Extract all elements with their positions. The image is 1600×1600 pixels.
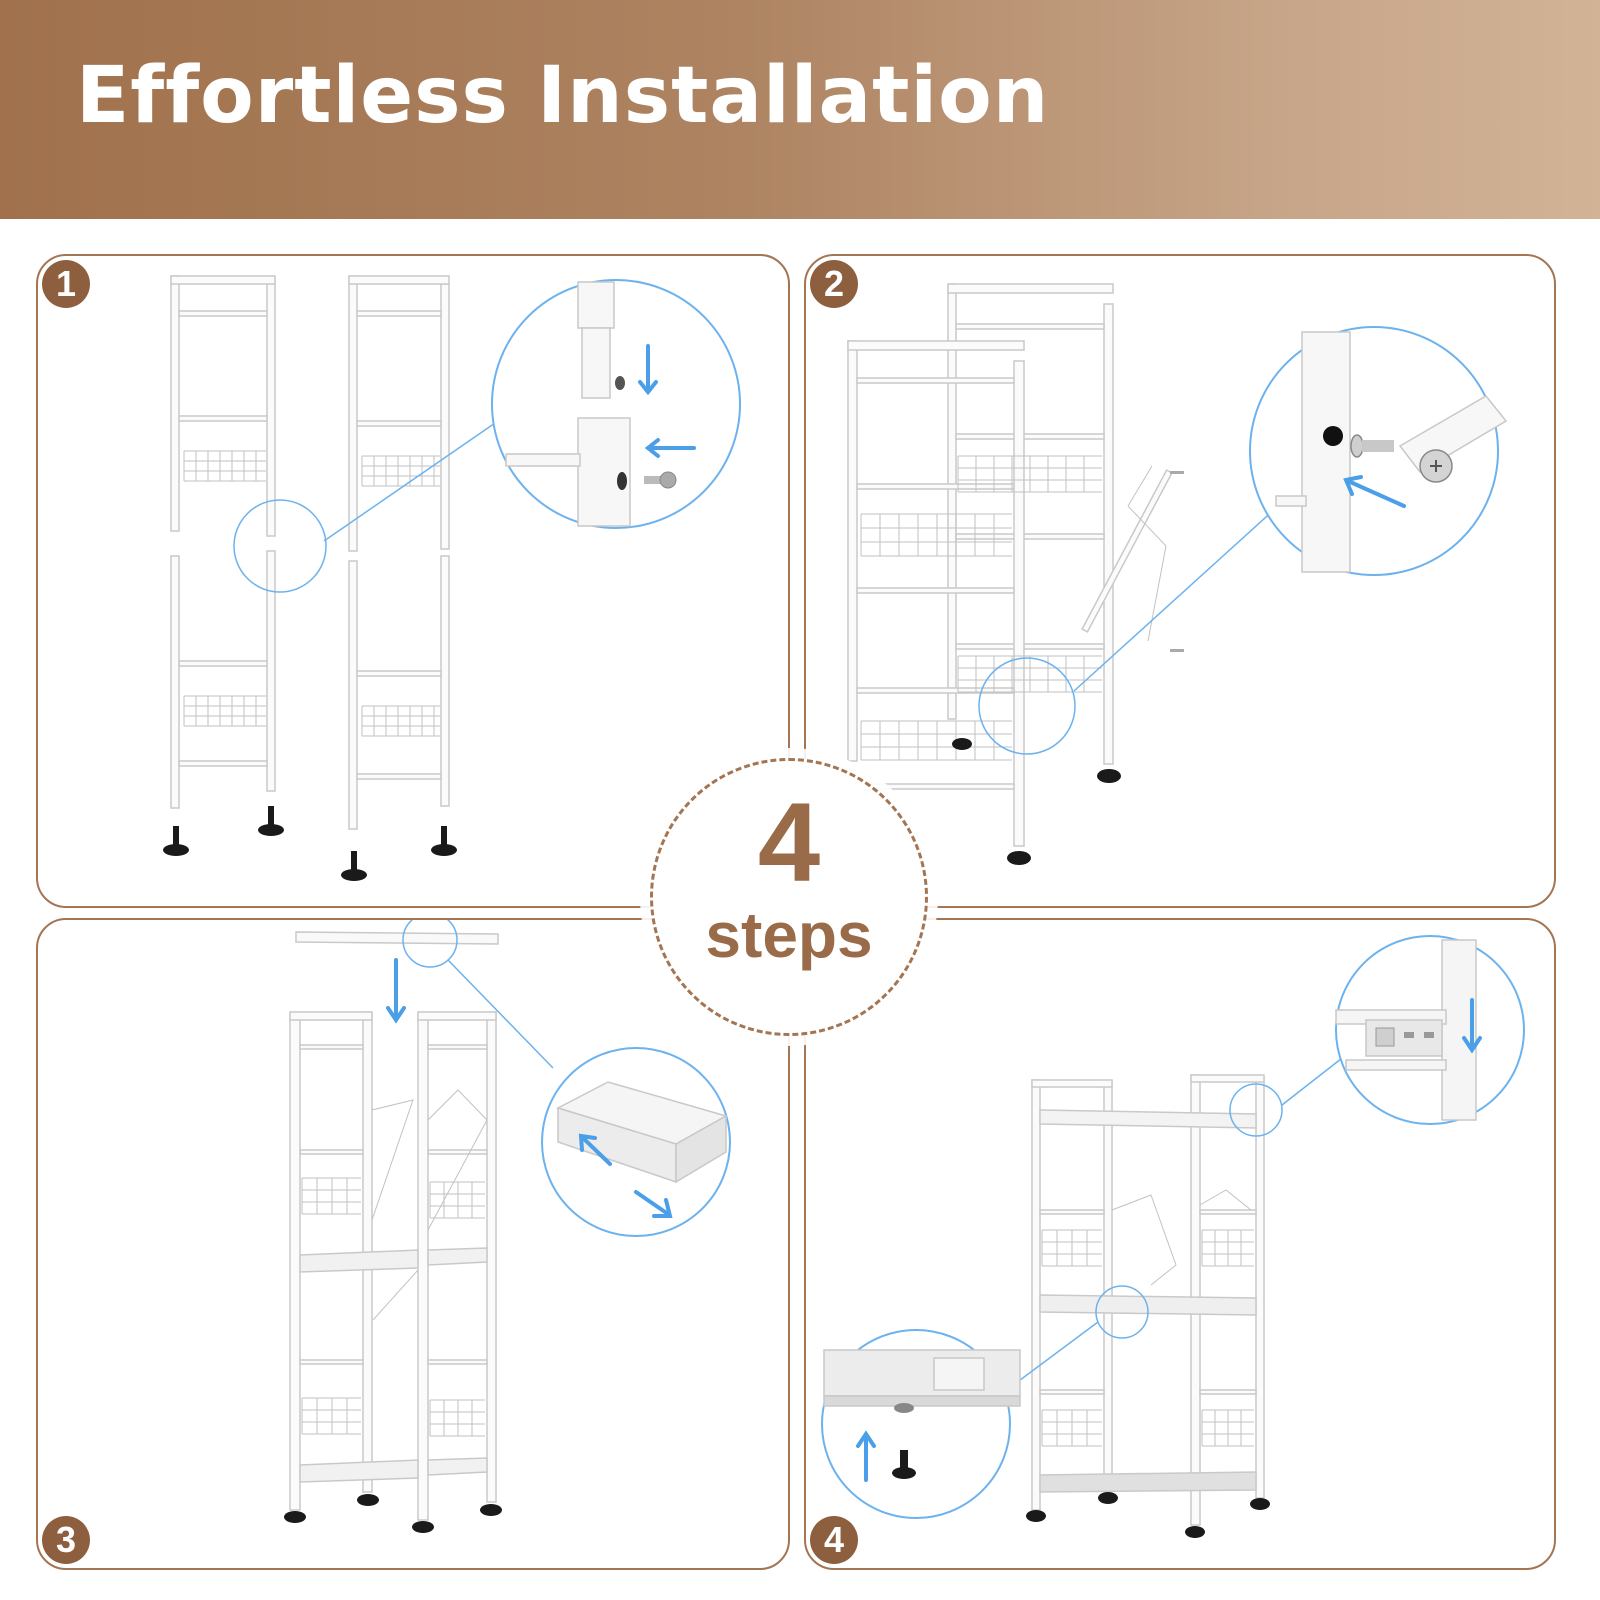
- step-3-panel: 3: [36, 918, 790, 1570]
- step-3-illustration: [284, 920, 731, 1533]
- steps-count: 4: [757, 780, 821, 905]
- step-number-3: 3: [42, 1516, 90, 1564]
- step-number-2: 2: [810, 260, 858, 308]
- step-1-illustration: [163, 275, 741, 881]
- step-number-4: 4: [810, 1516, 858, 1564]
- steps-badge: 4 steps: [650, 758, 928, 1036]
- header-banner: Effortless Installation: [0, 0, 1600, 219]
- step-number-1: 1: [42, 260, 90, 308]
- step-1-panel: 1: [36, 254, 790, 908]
- step-4-illustration: [821, 935, 1525, 1538]
- steps-word: steps: [705, 899, 873, 971]
- step-2-panel: 2: [804, 254, 1556, 908]
- step-4-panel: 4: [804, 918, 1556, 1570]
- page-title: Effortless Installation: [76, 51, 1050, 141]
